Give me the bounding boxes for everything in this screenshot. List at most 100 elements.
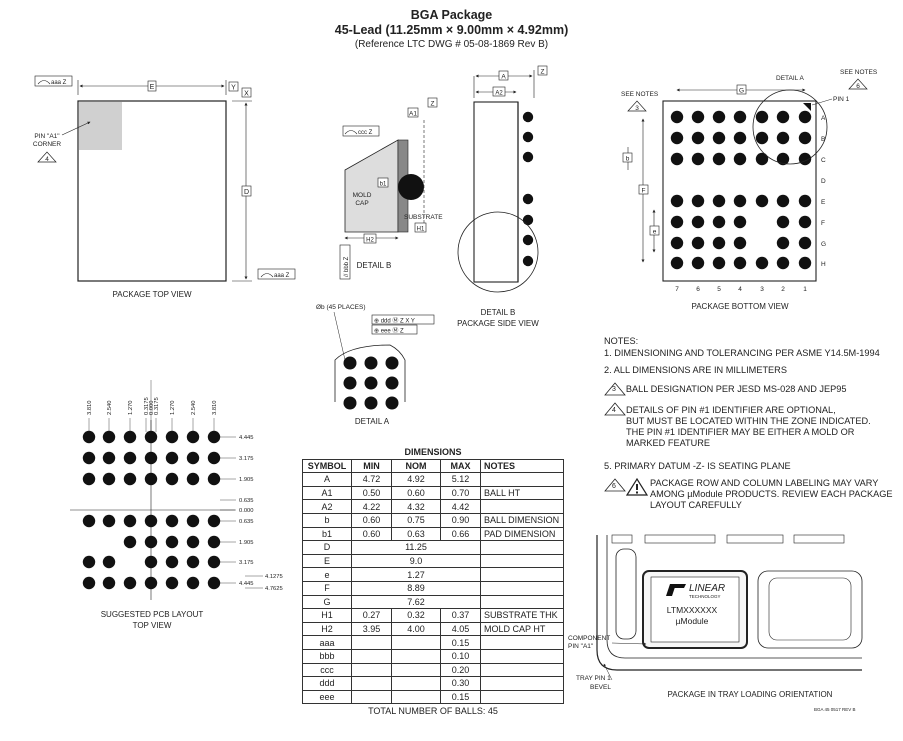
solder-ball xyxy=(755,152,769,166)
dim-a1: A1 xyxy=(409,111,417,118)
note-6-line1: PACKAGE ROW AND COLUMN LABELING MAY VARY xyxy=(650,478,879,488)
column-label: 3 xyxy=(760,286,764,293)
table-cell xyxy=(480,567,564,582)
dim-e-pitch: e xyxy=(653,229,657,236)
table-cell: ccc xyxy=(302,662,352,678)
note-4-num: 4 xyxy=(612,407,616,414)
note-4-line3: THE PIN #1 IDENTIFIER MAY BE EITHER A MO… xyxy=(626,427,855,437)
table-cell xyxy=(480,648,564,664)
table-cell: e xyxy=(302,567,352,582)
dimensions-footer: TOTAL NUMBER OF BALLS: 45 xyxy=(302,703,564,717)
solder-ball xyxy=(670,131,684,145)
tol-aaa-z-top: aaa Z xyxy=(51,80,67,86)
solder-ball xyxy=(755,194,769,208)
table-cell xyxy=(480,553,564,569)
tray-brand-sub: TECHNOLOGY xyxy=(689,594,721,599)
pcb-y-label: 0.635 xyxy=(239,498,254,504)
pcb-pad xyxy=(82,555,96,569)
pcb-x-label: 1.270 xyxy=(170,400,176,415)
solder-ball xyxy=(798,256,812,270)
solder-ball xyxy=(733,236,747,250)
bottom-view-balls xyxy=(670,110,812,270)
table-cell: 0.27 xyxy=(351,608,392,623)
solder-ball xyxy=(733,110,747,124)
table-cell: 0.60 xyxy=(391,485,441,501)
datum-z-b: Z xyxy=(431,101,435,108)
pcb-pad xyxy=(186,472,200,486)
pcb-y-label: 1.905 xyxy=(239,540,254,546)
pcb-pad xyxy=(165,451,179,465)
solder-ball xyxy=(691,256,705,270)
table-cell xyxy=(351,648,392,664)
note-3-num: 3 xyxy=(612,385,616,393)
table-cell: 4.00 xyxy=(391,621,441,637)
note-6: 6 PACKAGE ROW AND COLUMN LABELING MAY VA… xyxy=(604,477,894,517)
pin1-label: PIN 1 xyxy=(833,96,850,103)
pcb-pad xyxy=(207,576,221,590)
solder-ball xyxy=(755,256,769,270)
table-cell: BALL HT xyxy=(480,485,564,501)
tray-part: LTMXXXXXX xyxy=(667,605,718,615)
table-cell: 0.70 xyxy=(440,485,481,501)
table-cell: 0.15 xyxy=(440,635,481,650)
dim-g: G xyxy=(739,88,744,95)
pcb-pad xyxy=(144,555,158,569)
solder-ball xyxy=(798,236,812,250)
pcb-y-label: 0.635 xyxy=(239,519,254,525)
note-6-num: 6 xyxy=(612,483,616,490)
pcb-x-label: 3.810 xyxy=(212,400,218,415)
table-cell: 0.50 xyxy=(351,485,392,501)
component-pin-label-2: PIN "A1" xyxy=(568,643,594,650)
note-3: 3 BALL DESIGNATION PER JESD MS-028 AND J… xyxy=(604,382,894,396)
tray-caption: PACKAGE IN TRAY LOADING ORIENTATION xyxy=(668,690,833,699)
table-cell: H1 xyxy=(302,608,352,623)
top-view-outline xyxy=(77,100,227,282)
pcb-pad xyxy=(207,430,221,444)
pcb-caption: SUGGESTED PCB LAYOUT xyxy=(101,610,204,619)
detail-b-callout-circle xyxy=(457,211,539,293)
note-2: 2. ALL DIMENSIONS ARE IN MILLIMETERS xyxy=(604,365,787,375)
table-cell: 0.15 xyxy=(440,689,481,705)
table-cell xyxy=(480,662,564,678)
table-cell: 1.27 xyxy=(351,567,481,582)
table-cell: D xyxy=(302,540,352,555)
linear-logo-icon xyxy=(666,584,686,596)
table-cell: 4.22 xyxy=(351,499,392,514)
dim-b-bottom: b xyxy=(626,156,630,163)
pcb-pad xyxy=(82,472,96,486)
solder-ball xyxy=(798,110,812,124)
column-header: MIN xyxy=(351,458,392,474)
pcb-pad xyxy=(186,535,200,549)
pcb-pad xyxy=(102,472,116,486)
solder-ball xyxy=(733,194,747,208)
solder-ball xyxy=(798,194,812,208)
note-4-triangle-icon xyxy=(604,402,626,416)
dim-a2: A2 xyxy=(495,91,503,97)
solder-ball xyxy=(776,110,790,124)
table-cell: 0.75 xyxy=(391,512,441,528)
dimensions-title: DIMENSIONS xyxy=(302,446,564,460)
pcb-pad xyxy=(102,555,116,569)
solder-ball xyxy=(776,215,790,229)
solder-ball xyxy=(691,215,705,229)
table-cell: 4.05 xyxy=(440,621,481,637)
table-cell xyxy=(480,594,564,610)
table-cell: 0.60 xyxy=(351,526,392,542)
column-header: SYMBOL xyxy=(302,458,352,474)
cap-label: CAP xyxy=(355,200,368,207)
column-label: 2 xyxy=(781,286,785,293)
notes-block: NOTES: 1. DIMENSIONING AND TOLERANCING P… xyxy=(604,336,894,523)
table-cell: 0.37 xyxy=(440,608,481,623)
detail-b-caption: DETAIL B xyxy=(357,261,392,270)
table-cell xyxy=(351,676,392,691)
solder-ball xyxy=(712,152,726,166)
pcb-extra-label: 4.1275 xyxy=(265,574,283,580)
